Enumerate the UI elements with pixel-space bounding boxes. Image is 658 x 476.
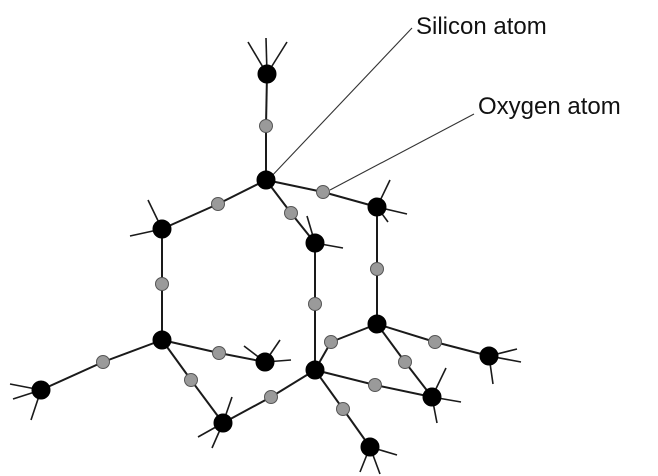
silicon-atom [152, 219, 172, 239]
leader-lines-layer [267, 27, 475, 191]
oxygen-atom [264, 390, 278, 404]
silicon-atom [305, 360, 325, 380]
silicon-atom [367, 314, 387, 334]
oxygen-atom [211, 197, 225, 211]
silicon-atom [213, 413, 233, 433]
bond-line [40, 361, 104, 391]
bond-line [102, 339, 163, 363]
oxygen-atom [398, 355, 412, 369]
oxygen-atom [155, 277, 169, 291]
silicon-atom-label: Silicon atom [416, 13, 547, 40]
oxygen-atom [368, 378, 382, 392]
oxygen-atoms-layer [96, 119, 442, 416]
oxygen-atom [370, 262, 384, 276]
oxygen-atom [324, 335, 338, 349]
bond-line [314, 369, 376, 386]
bond-line [161, 203, 219, 230]
oxygen-atom [308, 297, 322, 311]
bond-line [376, 323, 436, 343]
oxygen-atom [184, 373, 198, 387]
silicon-atom [305, 233, 325, 253]
oxygen-atom [284, 206, 298, 220]
oxygen-atom [96, 355, 110, 369]
silicon-atom [256, 170, 276, 190]
silicon-atom [152, 330, 172, 350]
oxygen-leader-line [329, 113, 475, 191]
oxygen-atom [336, 402, 350, 416]
oxygen-atom [259, 119, 273, 133]
silicon-leader-line [267, 27, 413, 181]
bond-line [374, 384, 433, 398]
silicon-atom [257, 64, 277, 84]
bond-line [161, 339, 220, 354]
oxygen-atom [212, 346, 226, 360]
oxygen-atom-label: Oxygen atom [478, 93, 621, 120]
silicon-atom [31, 380, 51, 400]
silicon-atom [360, 437, 380, 457]
bond-line [265, 179, 324, 193]
oxygen-atom [428, 335, 442, 349]
silicon-atom [367, 197, 387, 217]
silicon-atom [422, 387, 442, 407]
oxygen-atom [316, 185, 330, 199]
silicon-atom [255, 352, 275, 372]
silicon-atoms-layer [31, 64, 499, 457]
silicon-atom [479, 346, 499, 366]
